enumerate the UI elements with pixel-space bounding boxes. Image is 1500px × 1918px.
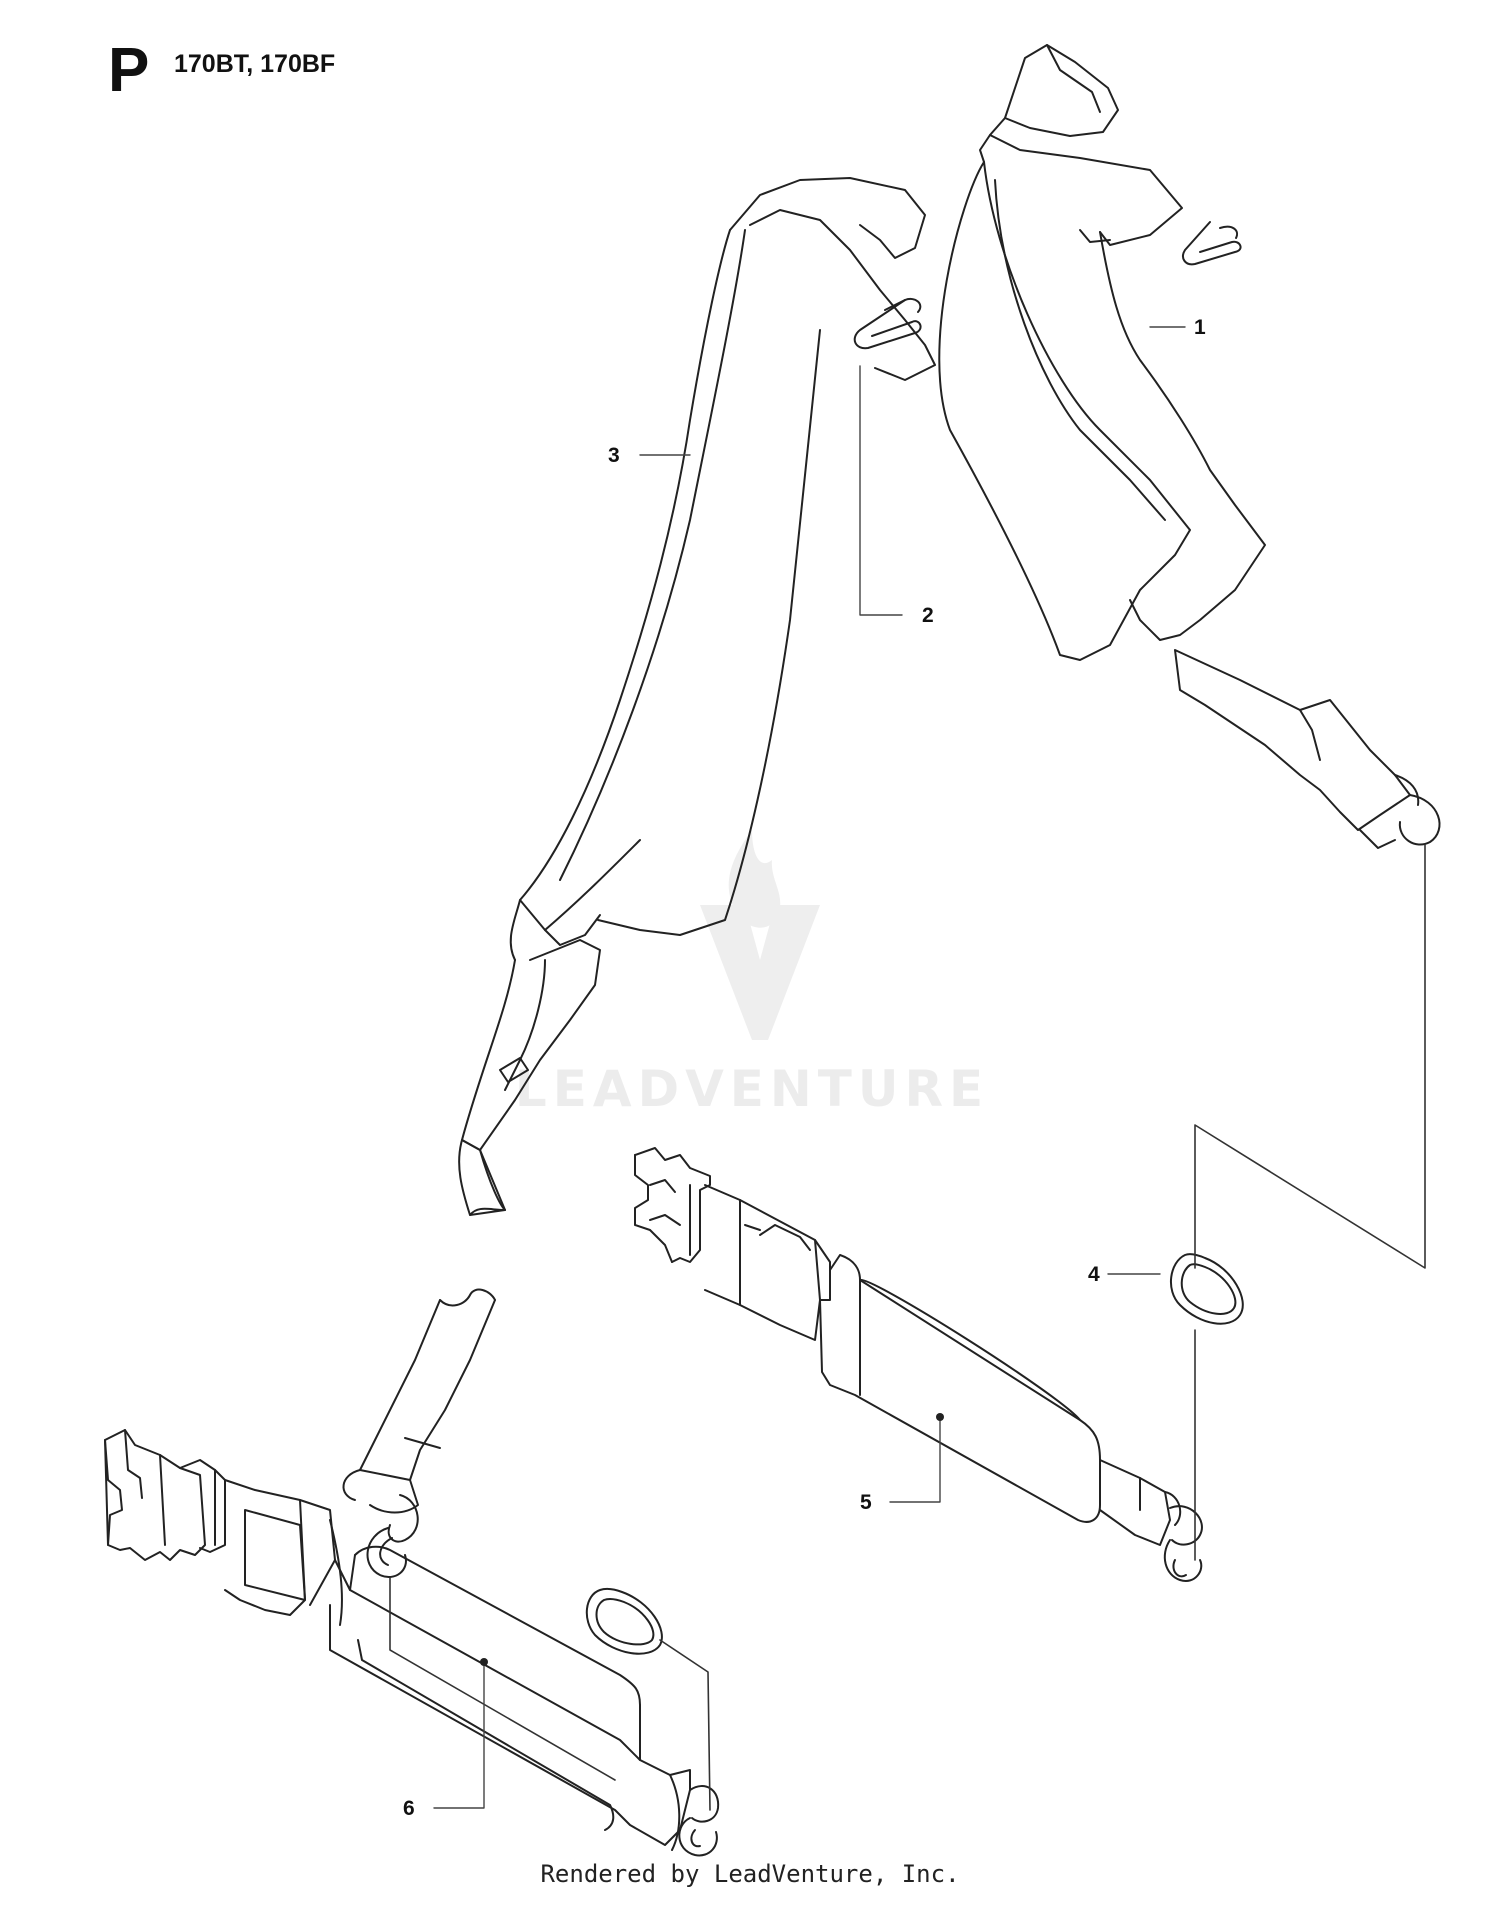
leader-2 xyxy=(859,365,903,616)
part-5-waist-belt-right xyxy=(634,1147,1203,1582)
part-6-waist-belt-left xyxy=(104,1429,720,1857)
part-2-strap-clip xyxy=(853,298,922,350)
dot-5 xyxy=(936,1413,944,1421)
assembly-lines xyxy=(389,844,1426,1811)
dot-6 xyxy=(480,1658,488,1666)
callout-2: 2 xyxy=(922,604,934,627)
callout-6: 6 xyxy=(403,1797,415,1820)
callout-leaders xyxy=(433,326,1186,1809)
part-1-shoulder-pad-right xyxy=(938,44,1441,849)
model-numbers: 170BT, 170BF xyxy=(174,50,336,78)
part-4-d-ring xyxy=(1169,1253,1244,1325)
callout-4: 4 xyxy=(1088,1263,1100,1286)
callout-1: 1 xyxy=(1194,316,1206,339)
flame-v-logo-icon xyxy=(700,830,820,1040)
leader-5 xyxy=(889,1419,941,1503)
footer-credit: Rendered by LeadVenture, Inc. xyxy=(540,1860,960,1888)
assembly-line-part1-to-ring xyxy=(1194,844,1426,1269)
assembly-line-ring-lower xyxy=(659,1639,711,1811)
part-3-shoulder-strap-left xyxy=(342,177,936,1578)
watermark-text: LEADVENTURE xyxy=(514,1060,990,1118)
callout-5: 5 xyxy=(860,1491,872,1514)
leader-6 xyxy=(433,1664,485,1809)
callout-labels: 1 2 3 4 5 6 xyxy=(403,316,1206,1820)
part-4-d-ring-lower xyxy=(585,1587,663,1655)
part-2-strap-clip-upper xyxy=(1182,221,1242,266)
section-letter: P xyxy=(108,36,150,105)
callout-3: 3 xyxy=(608,444,620,467)
assembly-line-strap-to-belt xyxy=(389,1577,616,1781)
callout-dots xyxy=(480,1413,944,1666)
